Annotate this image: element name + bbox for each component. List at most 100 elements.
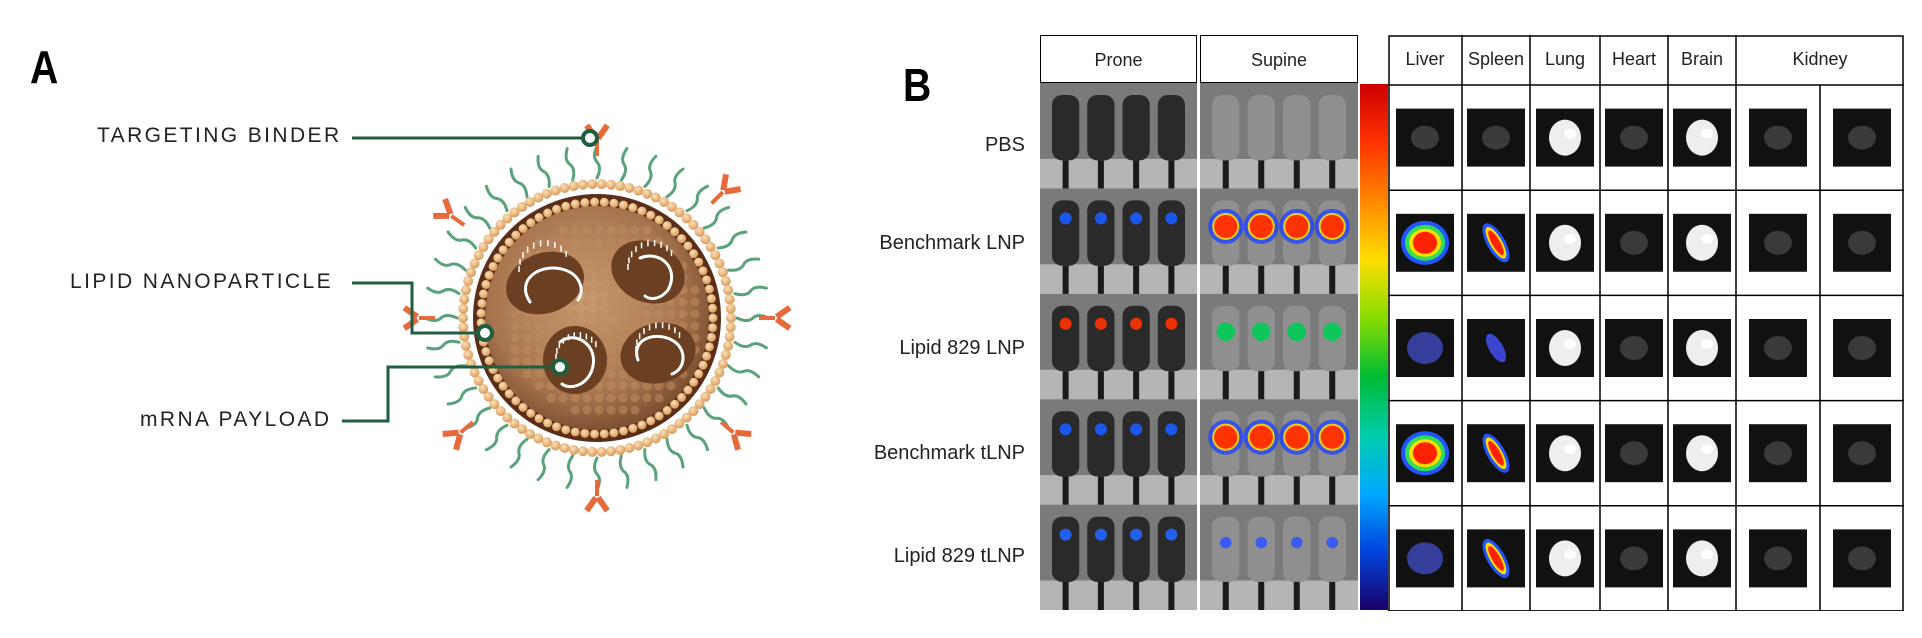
- peg-chain: [446, 386, 478, 406]
- organ-image-tile: [1749, 213, 1807, 272]
- organ-image-tile: [1536, 213, 1594, 272]
- peg-chain: [735, 314, 771, 322]
- mouse-image-tile: [1040, 188, 1197, 298]
- peg-chain: [643, 448, 658, 482]
- organ-image-tile: [1833, 529, 1891, 588]
- header-box-prone: Prone: [1040, 35, 1197, 83]
- antibody-binder: [759, 305, 792, 331]
- organ-image-tile: [1605, 213, 1663, 272]
- organ-image-tile: [1673, 319, 1731, 377]
- organ-image-tile: [1396, 424, 1454, 483]
- peg-chain: [446, 230, 478, 250]
- row-label-benchmark-lnp: Benchmark LNP: [879, 232, 1025, 254]
- ex-vivo-organ-grid: [1388, 35, 1904, 611]
- callout-lipid-nanoparticle: LIPID NANOPARTICLE: [70, 270, 333, 293]
- antibody-binder: [433, 197, 466, 227]
- peg-chain: [593, 456, 601, 492]
- organ-image-tile: [1467, 424, 1525, 483]
- peg-chain: [685, 184, 710, 213]
- peg-chain: [702, 205, 731, 230]
- organ-image-tile: [1536, 529, 1594, 588]
- panel-b-letter: B: [903, 59, 932, 111]
- peg-chain: [426, 286, 461, 296]
- peg-chain: [716, 386, 748, 406]
- peg-chain: [619, 147, 629, 182]
- mouse-image-tile: [1200, 188, 1358, 298]
- organ-image-tile: [1749, 529, 1807, 588]
- header-supine: Supine: [1250, 50, 1308, 70]
- organ-image-tile: [1749, 319, 1807, 377]
- header-kidney: Kidney: [1792, 49, 1848, 69]
- peg-chain: [685, 423, 710, 452]
- header-heart: Heart: [1611, 49, 1656, 69]
- organ-image-tile: [1833, 424, 1891, 483]
- antibody-binder: [584, 480, 610, 513]
- peg-chain: [565, 454, 575, 489]
- row-labels: PBS Benchmark LNP Lipid 829 LNP Benchmar…: [830, 0, 1025, 638]
- organ-image-tile: [1749, 424, 1807, 483]
- antibody-binder: [402, 305, 435, 331]
- organ-image-tile: [1536, 424, 1594, 483]
- organ-image-tile: [1605, 108, 1663, 167]
- organ-image-tile: [1605, 529, 1663, 588]
- peg-chain: [643, 154, 658, 188]
- organ-image-tile: [1536, 108, 1594, 167]
- organ-image-tile: [1673, 108, 1731, 167]
- row-label-lipid-829-tlnp: Lipid 829 tLNP: [893, 545, 1025, 567]
- mouse-image-tile: [1040, 83, 1197, 192]
- callout-mrna-payload: mRNA PAYLOAD: [140, 408, 332, 431]
- organ-image-tile: [1467, 108, 1525, 167]
- organ-image-tile: [1467, 529, 1525, 588]
- organ-image-tile: [1396, 108, 1454, 167]
- peg-chain: [509, 167, 529, 199]
- mouse-image-tile: [1200, 83, 1358, 192]
- mrna-payloads: [506, 240, 696, 394]
- mouse-image-tile: [1200, 399, 1358, 509]
- lipid-nanoparticle-diagram: [342, 123, 792, 513]
- peg-chain: [665, 437, 685, 469]
- header-spleen: Spleen: [1467, 49, 1525, 69]
- header-box-supine: Supine: [1200, 35, 1358, 83]
- organ-image-tile: [1833, 319, 1891, 377]
- peg-chain: [536, 448, 551, 482]
- antibody-binder: [719, 420, 752, 451]
- peg-chain: [426, 339, 461, 351]
- peg-chain: [423, 314, 459, 322]
- organ-image-tile: [1673, 213, 1731, 272]
- radiance-colorbar: [1360, 84, 1388, 610]
- peg-chain: [536, 154, 551, 188]
- row-label-lipid-829-lnp: Lipid 829 LNP: [899, 337, 1025, 359]
- peg-chain: [593, 144, 601, 180]
- peg-chain: [484, 184, 509, 213]
- peg-chain: [564, 147, 576, 182]
- peg-chain: [484, 423, 509, 452]
- peg-chain: [618, 454, 630, 489]
- peg-chain: [509, 437, 529, 469]
- antibody-binder: [442, 420, 475, 451]
- header-prone: Prone: [1094, 50, 1143, 70]
- peg-chain: [463, 205, 492, 230]
- lipid-bilayer-outer: [458, 179, 736, 457]
- peg-chain: [727, 257, 761, 272]
- organ-image-tile: [1749, 108, 1807, 167]
- lipid-bilayer-inner: [476, 197, 718, 439]
- organ-image-tile: [1833, 213, 1891, 272]
- whole-body-images: [1040, 83, 1358, 610]
- peg-chain: [433, 257, 467, 272]
- organ-image-tile: [1833, 108, 1891, 167]
- organ-image-tile: [1467, 319, 1525, 377]
- peg-chain: [716, 230, 748, 250]
- organ-image-tile: [1536, 319, 1594, 377]
- organ-image-tile: [1605, 424, 1663, 483]
- mouse-image-tile: [1040, 399, 1197, 509]
- organ-image-tile: [1467, 213, 1525, 272]
- row-label-pbs: PBS: [984, 134, 1025, 156]
- peg-chain: [727, 364, 761, 379]
- peg-chain: [733, 340, 768, 350]
- peg-chain: [463, 406, 492, 431]
- peg-chain: [665, 167, 685, 199]
- organ-image-tile: [1396, 529, 1454, 588]
- organ-image-tile: [1605, 319, 1663, 377]
- organ-image-tile: [1673, 424, 1731, 483]
- organ-headers: Liver Spleen Lung Heart Brain Kidney: [1388, 35, 1904, 85]
